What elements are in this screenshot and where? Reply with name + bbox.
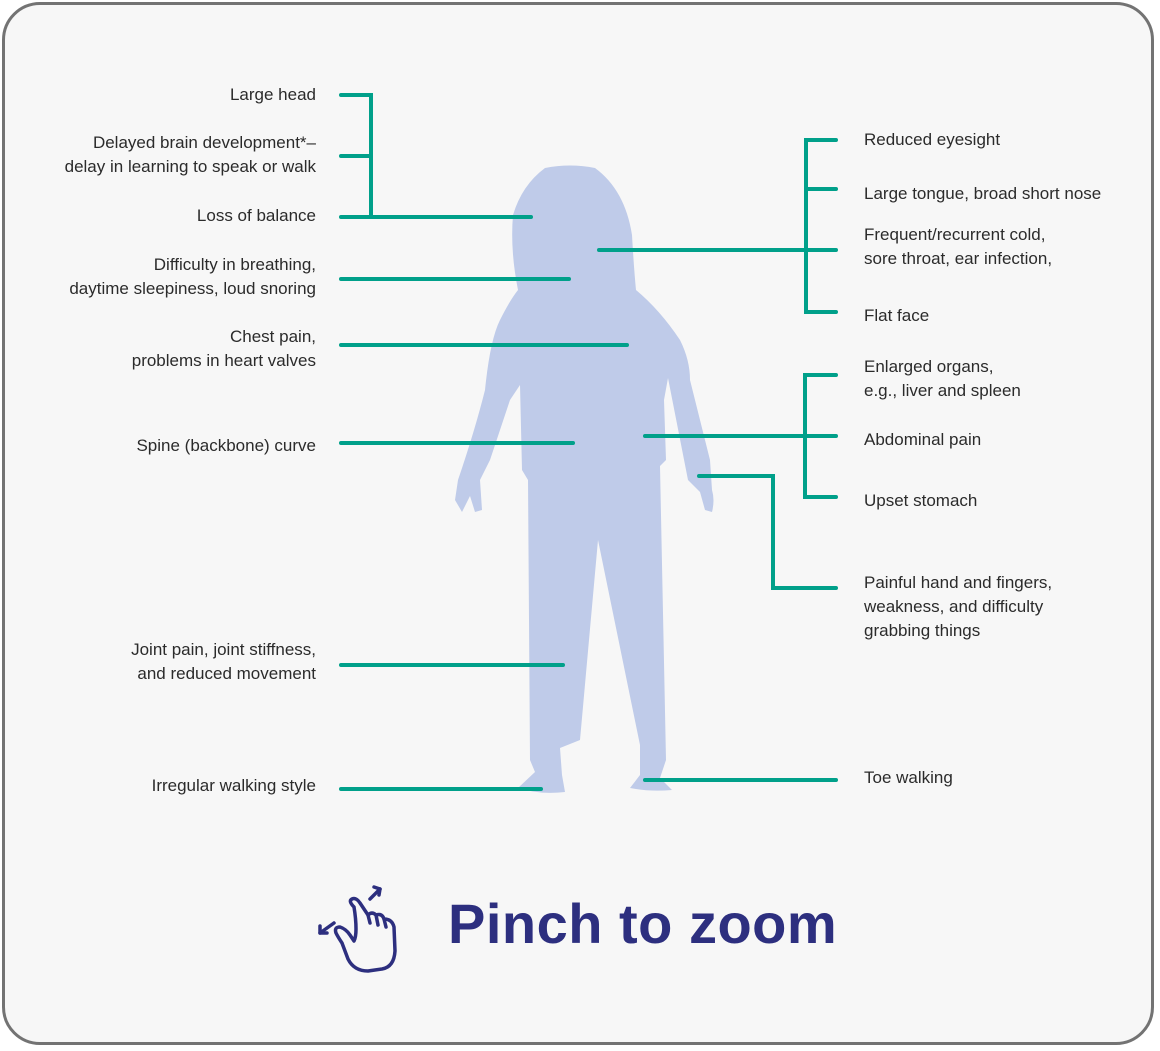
label-spine-curve: Spine (backbone) curve — [136, 436, 316, 455]
pinch-to-zoom-label: Pinch to zoom — [448, 891, 838, 955]
label-frequent-cold: Frequent/recurrent cold, sore throat, ea… — [864, 225, 1053, 268]
label-joint-pain: Joint pain, joint stiffness, and reduced… — [131, 640, 316, 683]
label-large-head: Large head — [229, 85, 316, 104]
label-chest-pain: Chest pain, problems in heart valves — [131, 327, 316, 370]
label-upset-stomach: Upset stomach — [864, 491, 978, 510]
label-large-tongue: Large tongue, broad short nose — [864, 184, 1102, 203]
label-irregular-walking: Irregular walking style — [151, 776, 316, 795]
label-enlarged-organs: Enlarged organs, e.g., liver and spleen — [864, 357, 1021, 400]
label-difficulty-breathing: Difficulty in breathing, daytime sleepin… — [69, 255, 316, 298]
label-flat-face: Flat face — [864, 306, 930, 325]
pinch-zoom-hand-icon — [318, 885, 397, 973]
label-toe-walking: Toe walking — [864, 768, 953, 787]
label-delayed-brain-development: Delayed brain development*– delay in lea… — [64, 133, 316, 176]
label-loss-of-balance: Loss of balance — [196, 206, 316, 225]
label-painful-hand: Painful hand and fingers, weakness, and … — [864, 573, 1053, 640]
child-silhouette — [455, 165, 714, 793]
pinch-to-zoom-hint: Pinch to zoom — [312, 868, 837, 978]
leader-lines — [339, 93, 838, 791]
label-reduced-eyesight: Reduced eyesight — [864, 130, 1001, 149]
label-abdominal-pain: Abdominal pain — [864, 430, 982, 449]
